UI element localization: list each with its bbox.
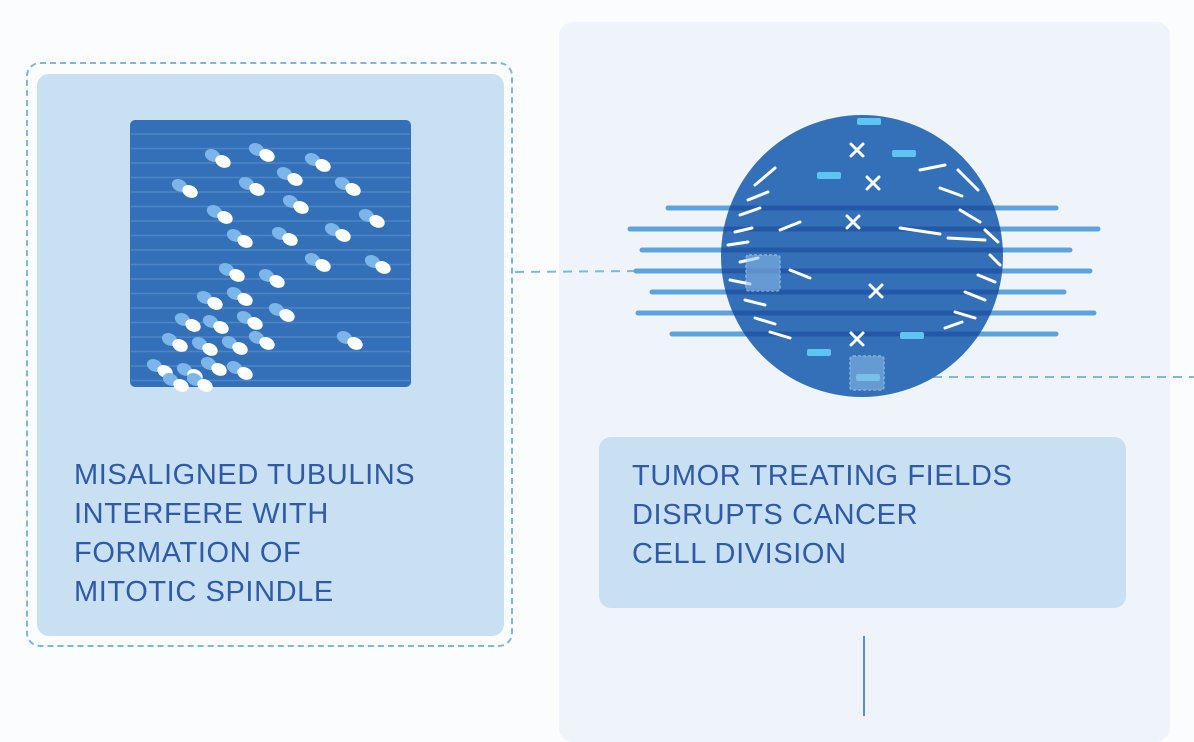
- tubulin-dimer: [171, 179, 198, 198]
- tubulin-dimer: [221, 336, 248, 355]
- spindle-fiber: [788, 268, 812, 280]
- spindle-fiber: [898, 226, 942, 236]
- chromosome-cross: [845, 214, 861, 230]
- connector-left: [514, 269, 761, 273]
- tubulin-dimer: [186, 373, 213, 392]
- tumor-treating-fields-caption: TUMOR TREATING FIELDS DISRUPTS CANCER CE…: [632, 460, 1013, 570]
- tubulin-dimer: [238, 177, 265, 196]
- tubulin-dimer: [162, 373, 189, 392]
- chromosome-cross: [849, 331, 865, 347]
- tubulin-dash: [817, 172, 841, 179]
- spindle-fiber: [753, 316, 777, 326]
- tubulin-dimer: [226, 287, 253, 306]
- chromosome-cross: [865, 175, 881, 191]
- spindle-fiber: [958, 208, 982, 224]
- tumor-treating-fields-card: [599, 437, 1126, 608]
- spindle-fiber: [963, 290, 987, 302]
- tubulin-dimer: [174, 313, 201, 332]
- tubulin-dimer: [218, 263, 245, 282]
- highlight-dashed-frame: [26, 62, 513, 647]
- tubulin-closeup: [130, 120, 411, 392]
- tubulin-dash: [807, 349, 831, 356]
- tubulin-dimer: [206, 205, 233, 224]
- highlight-square-bottom: [849, 355, 885, 391]
- tubulin-dimer: [276, 167, 303, 186]
- tubulin-dimer: [271, 227, 298, 246]
- tubulin-dimer: [364, 255, 391, 274]
- spindle-fiber: [918, 163, 947, 172]
- tubulin-dimer: [161, 333, 188, 352]
- tubulin-dimer: [282, 195, 309, 214]
- tubulin-dimer: [196, 291, 223, 310]
- tubulin-dimer: [336, 331, 363, 350]
- tubulin-dimer: [236, 311, 263, 330]
- misaligned-tubulins-caption: MISALIGNED TUBULINS INTERFERE WITH FORMA…: [74, 459, 416, 608]
- spindle-fiber: [743, 298, 767, 307]
- tubulin-dash: [857, 118, 881, 125]
- connector-lines: [514, 269, 1194, 378]
- spindle-fiber: [943, 320, 964, 330]
- spindle-fiber: [768, 330, 792, 340]
- tubulin-dash: [900, 332, 924, 339]
- spindle-fiber: [956, 168, 980, 192]
- chromosome-cross: [849, 142, 865, 158]
- tubulin-dimer: [334, 177, 361, 196]
- tubulin-dimer: [268, 303, 295, 322]
- spindle-fiber: [988, 253, 1002, 267]
- tubulin-dimer: [258, 269, 285, 288]
- tubulin-dimer: [304, 153, 331, 172]
- tubulin-dimer: [248, 331, 275, 350]
- spindle-fiber: [733, 226, 754, 234]
- spindle-fiber: [976, 273, 997, 284]
- tubulin-dimer: [248, 143, 275, 162]
- tubulin-dimer: [204, 149, 231, 168]
- spindle-fiber: [946, 236, 987, 242]
- spindle-fiber: [983, 228, 1000, 244]
- spindle-fiber: [738, 206, 762, 217]
- spindle-fiber: [753, 166, 777, 187]
- tubulin-dimer: [324, 223, 351, 242]
- spindle-fiber: [938, 186, 964, 198]
- tubulin-dimer: [226, 229, 253, 248]
- tubulin-dash: [892, 150, 916, 157]
- spindle-fiber: [953, 310, 977, 320]
- tubulin-dimer: [358, 209, 385, 228]
- tubulin-dimer: [304, 253, 331, 272]
- diagram-graphics: [130, 115, 1194, 716]
- chromosome-cross: [868, 283, 884, 299]
- tubulin-dimer: [226, 361, 253, 380]
- spindle-fiber: [726, 240, 750, 247]
- highlight-square-left: [745, 254, 781, 292]
- spindle-fiber: [778, 220, 802, 232]
- tubulin-dimer: [202, 315, 229, 334]
- tubulin-dimer: [191, 337, 218, 356]
- tubulin-dimer: [200, 357, 227, 376]
- spindle-fiber: [746, 190, 770, 202]
- cancer-cell: [721, 115, 1003, 397]
